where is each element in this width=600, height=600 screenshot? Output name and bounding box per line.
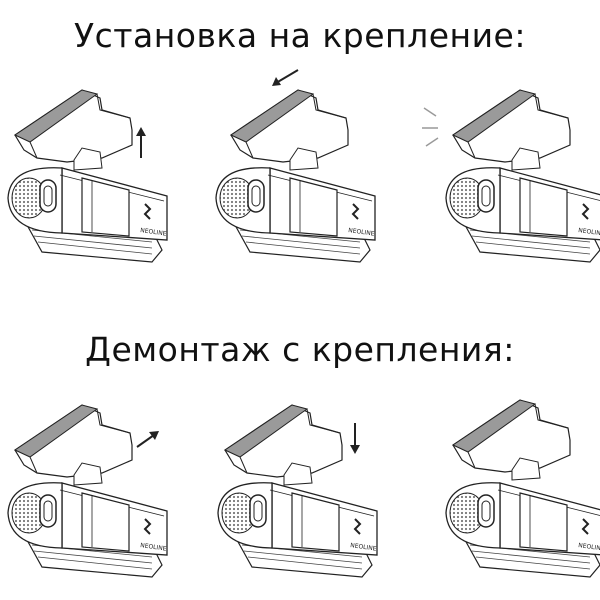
brand-logo: NEOLINE (350, 542, 377, 553)
removal-step-2: NEOLINE (212, 395, 412, 585)
install-step-2: NEOLINE (210, 69, 410, 270)
dashcam (217, 481, 378, 578)
click-lines-icon (422, 107, 439, 147)
brand-logo: NEOLINE (578, 227, 600, 238)
dashcam (7, 166, 168, 263)
arrow-down-left-icon (272, 69, 299, 86)
mount-bracket (452, 399, 571, 481)
removal-title: Демонтаж с крепления: (85, 330, 515, 369)
mount-bracket (452, 89, 571, 171)
brand-logo: NEOLINE (140, 542, 167, 553)
install-step-1: NEOLINE (2, 80, 202, 270)
brand-logo: NEOLINE (348, 227, 375, 238)
brand-logo: NEOLINE (578, 542, 600, 553)
dashcam (445, 166, 600, 263)
mount-bracket (14, 89, 133, 171)
arrow-up-icon (136, 127, 146, 158)
dashcam (7, 481, 168, 578)
install-step-3: NEOLINE (420, 80, 600, 270)
mount-bracket (14, 404, 133, 486)
brand-logo: NEOLINE (140, 227, 167, 238)
dashcam (445, 481, 600, 578)
arrow-down-icon (350, 423, 360, 454)
removal-step-1: NEOLINE (2, 395, 202, 585)
mount-bracket (224, 404, 343, 486)
arrow-up-right-icon (136, 431, 159, 448)
dashcam (215, 166, 376, 263)
install-title: Установка на крепление: (74, 16, 526, 55)
mount-bracket (230, 89, 349, 171)
removal-step-3: NEOLINE (420, 395, 600, 585)
